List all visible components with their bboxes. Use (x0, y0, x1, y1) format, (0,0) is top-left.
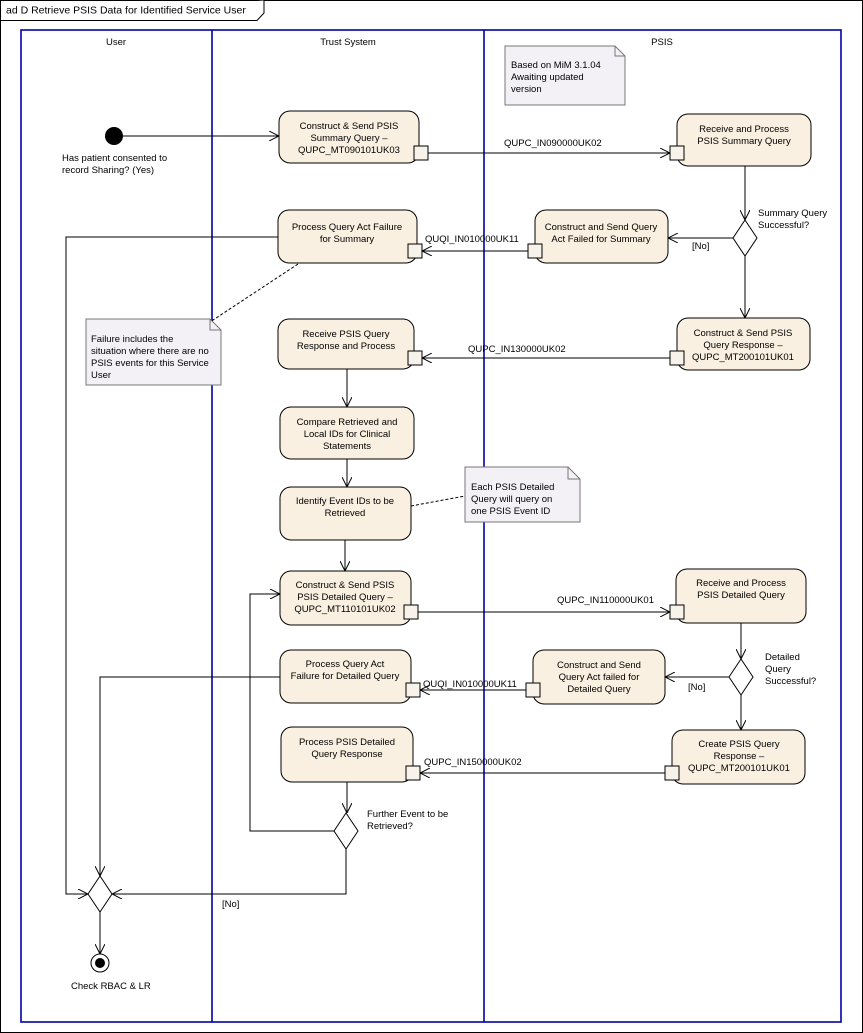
label-quqi-in010000uk11-summary: QUQI_IN010000UK11 (425, 234, 519, 245)
flow-further-no-merge (112, 849, 347, 894)
label-qupc-in130000uk02: QUPC_IN130000UK02 (468, 344, 566, 355)
pin-receive-summary-in (669, 145, 685, 161)
frame-title-tab (0, 0, 265, 21)
pin-process-failure-detailed-in (405, 682, 421, 698)
final-label: Check RBAC & LR (71, 981, 151, 992)
decision-detailed-successful (728, 658, 754, 696)
label-quqi-in010000uk11-detailed: QUQI_IN010000UK11 (423, 679, 517, 690)
initial-node (105, 127, 123, 145)
guard-no-detailed: [No] (688, 682, 705, 693)
pin-process-failure-summary-in (407, 243, 423, 259)
merge-node (87, 875, 113, 913)
pin-construct-summary-out (413, 145, 429, 161)
guard-no-summary: [No] (692, 241, 709, 252)
lane-trust-system: Trust System (320, 37, 376, 48)
lane-psis: PSIS (651, 37, 673, 48)
pin-create-response-out (664, 765, 680, 781)
pin-failed-detailed-out (525, 682, 541, 698)
flow-failure-detailed-merge (100, 676, 280, 876)
flow-further-yes-loop (249, 594, 334, 832)
note-link-failure (209, 263, 299, 323)
diagram-title: ad D Retrieve PSIS Data for Identified S… (6, 5, 246, 17)
label-qupc-in110000uk01: QUPC_IN110000UK01 (557, 595, 654, 606)
decision-further-event (333, 812, 359, 850)
note-link-detailed (410, 495, 466, 507)
final-node-core (95, 958, 105, 968)
pin-construct-detailed-out (403, 604, 419, 620)
pin-failed-summary-out (527, 243, 543, 259)
pin-construct-response-out (669, 350, 685, 366)
flow-failure-summary-merge (65, 236, 278, 894)
label-qupc-in090000uk02: QUPC_IN090000UK02 (504, 138, 602, 149)
pin-detailed-response-in (405, 765, 421, 781)
pin-receive-detailed-in (669, 604, 685, 620)
swimlane-frame (20, 29, 842, 1023)
decision-summary-successful (732, 219, 758, 257)
label-qupc-in150000uk02: QUPC_IN150000UK02 (424, 757, 522, 768)
lane-user: User (106, 37, 126, 48)
pin-receive-response-in (407, 350, 423, 366)
guard-no-further: [No] (222, 899, 239, 910)
